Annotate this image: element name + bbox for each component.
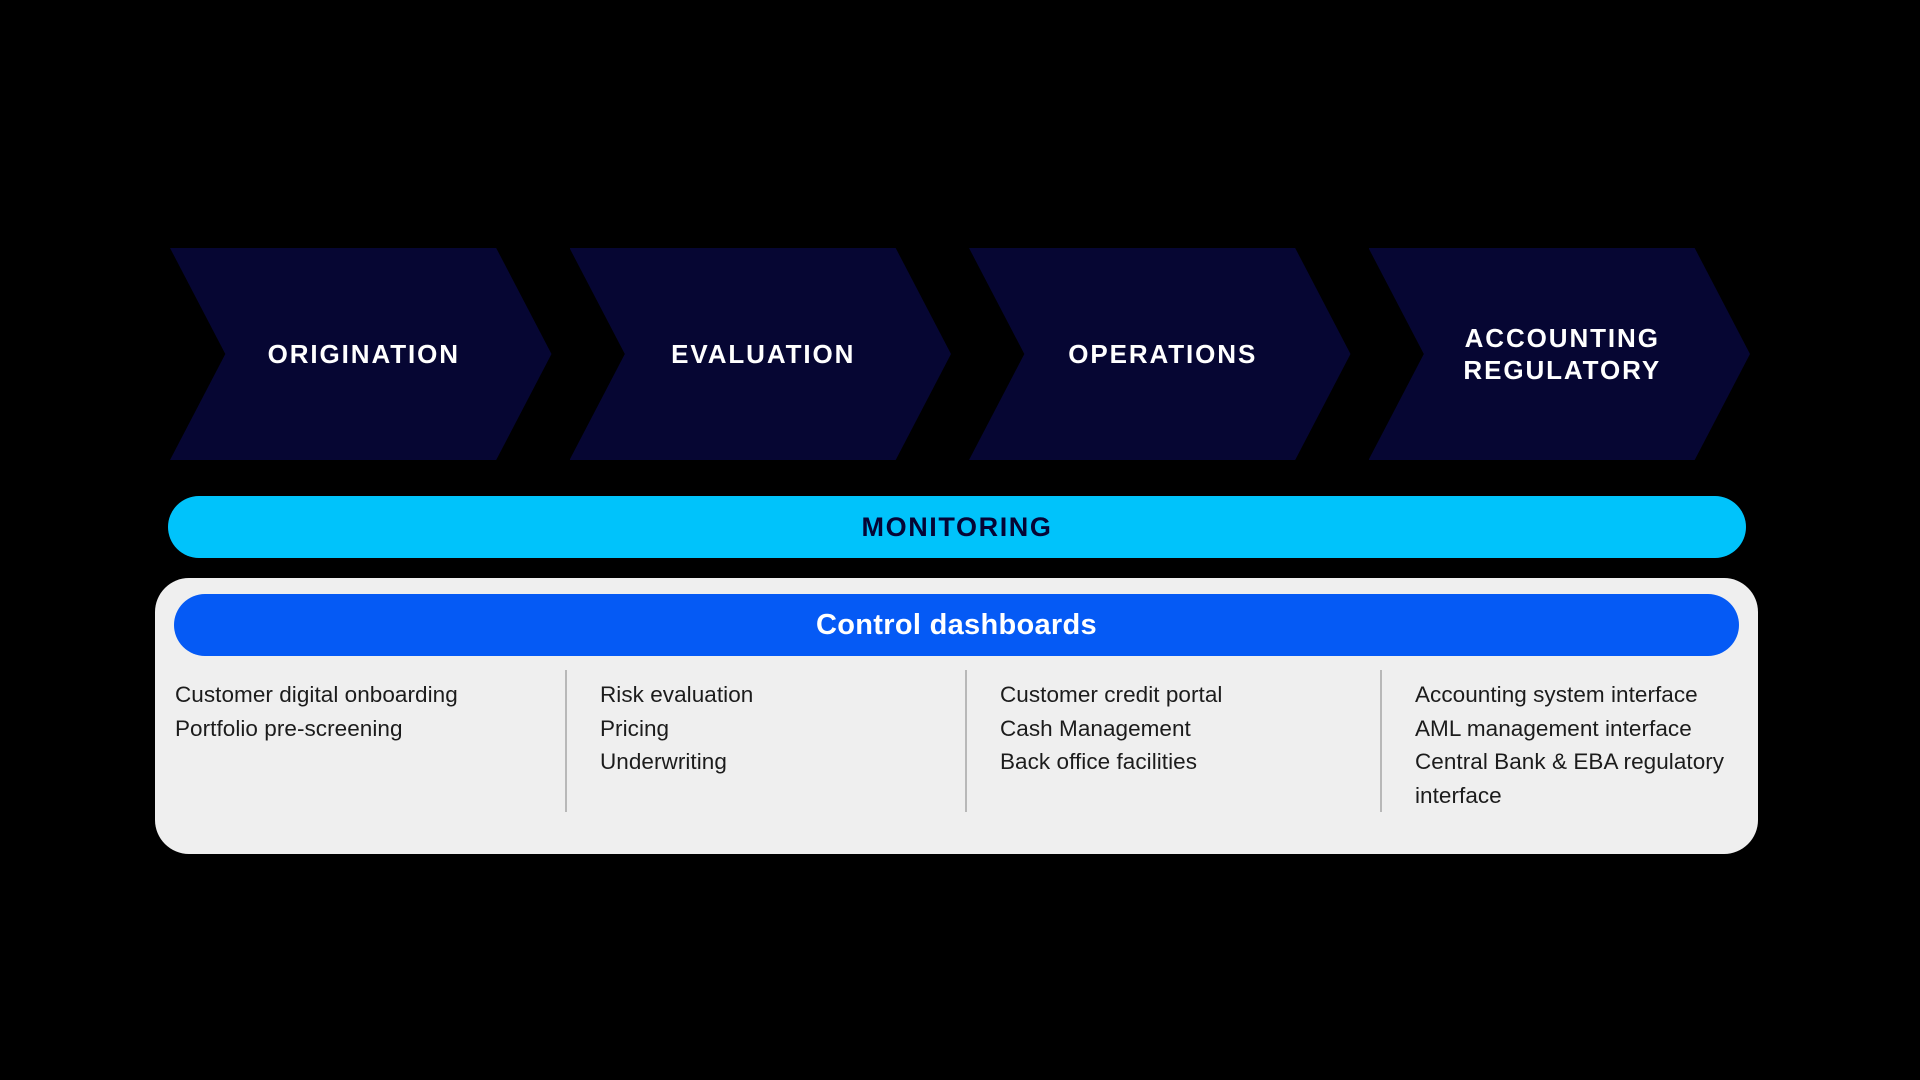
- capability-column-operations: Customer credit portal Cash Management B…: [965, 670, 1380, 826]
- list-item: Central Bank & EBA regulatory interface: [1415, 749, 1725, 808]
- process-stage-origination[interactable]: ORIGINATION: [170, 248, 552, 460]
- process-stage-row: ORIGINATION EVALUATION OPERATIONS ACCOUN…: [170, 248, 1750, 460]
- list-item: Risk evaluation: [600, 682, 754, 707]
- list-item: Customer digital onboarding: [175, 682, 458, 707]
- list-item: Pricing: [600, 715, 670, 741]
- process-stage-label: ORIGINATION: [267, 338, 460, 369]
- capability-columns: Customer digital onboarding Portfolio pr…: [175, 670, 1740, 826]
- monitoring-label: MONITORING: [861, 511, 1053, 542]
- process-stage-label: EVALUATION: [671, 338, 856, 369]
- control-dashboards-label: Control dashboards: [816, 608, 1097, 641]
- control-dashboards-panel: Control dashboards Customer digital onbo…: [155, 578, 1758, 854]
- process-stage-accounting-regulatory[interactable]: ACCOUNTING REGULATORY: [1368, 248, 1750, 460]
- list-item: AML management interface: [1415, 715, 1692, 741]
- list-item: Portfolio pre-screening: [175, 715, 403, 741]
- process-stage-label: ACCOUNTING REGULATORY: [1463, 322, 1662, 385]
- capability-column-evaluation: Risk evaluation Pricing Underwriting: [565, 670, 965, 826]
- capability-column-accounting-regulatory: Accounting system interface AML manageme…: [1380, 670, 1740, 826]
- process-stage-evaluation[interactable]: EVALUATION: [569, 248, 951, 460]
- list-item: Customer credit portal: [1000, 682, 1223, 707]
- process-stage-label: OPERATIONS: [1068, 338, 1258, 369]
- control-dashboards-bar[interactable]: Control dashboards: [174, 594, 1739, 656]
- list-item: Cash Management: [1000, 715, 1191, 741]
- capability-column-origination: Customer digital onboarding Portfolio pr…: [175, 676, 565, 826]
- list-item: Accounting system interface: [1415, 682, 1698, 707]
- list-item: Underwriting: [600, 749, 727, 774]
- list-item: Back office facilities: [1000, 749, 1198, 774]
- monitoring-bar[interactable]: MONITORING: [168, 496, 1746, 558]
- process-stage-operations[interactable]: OPERATIONS: [969, 248, 1351, 460]
